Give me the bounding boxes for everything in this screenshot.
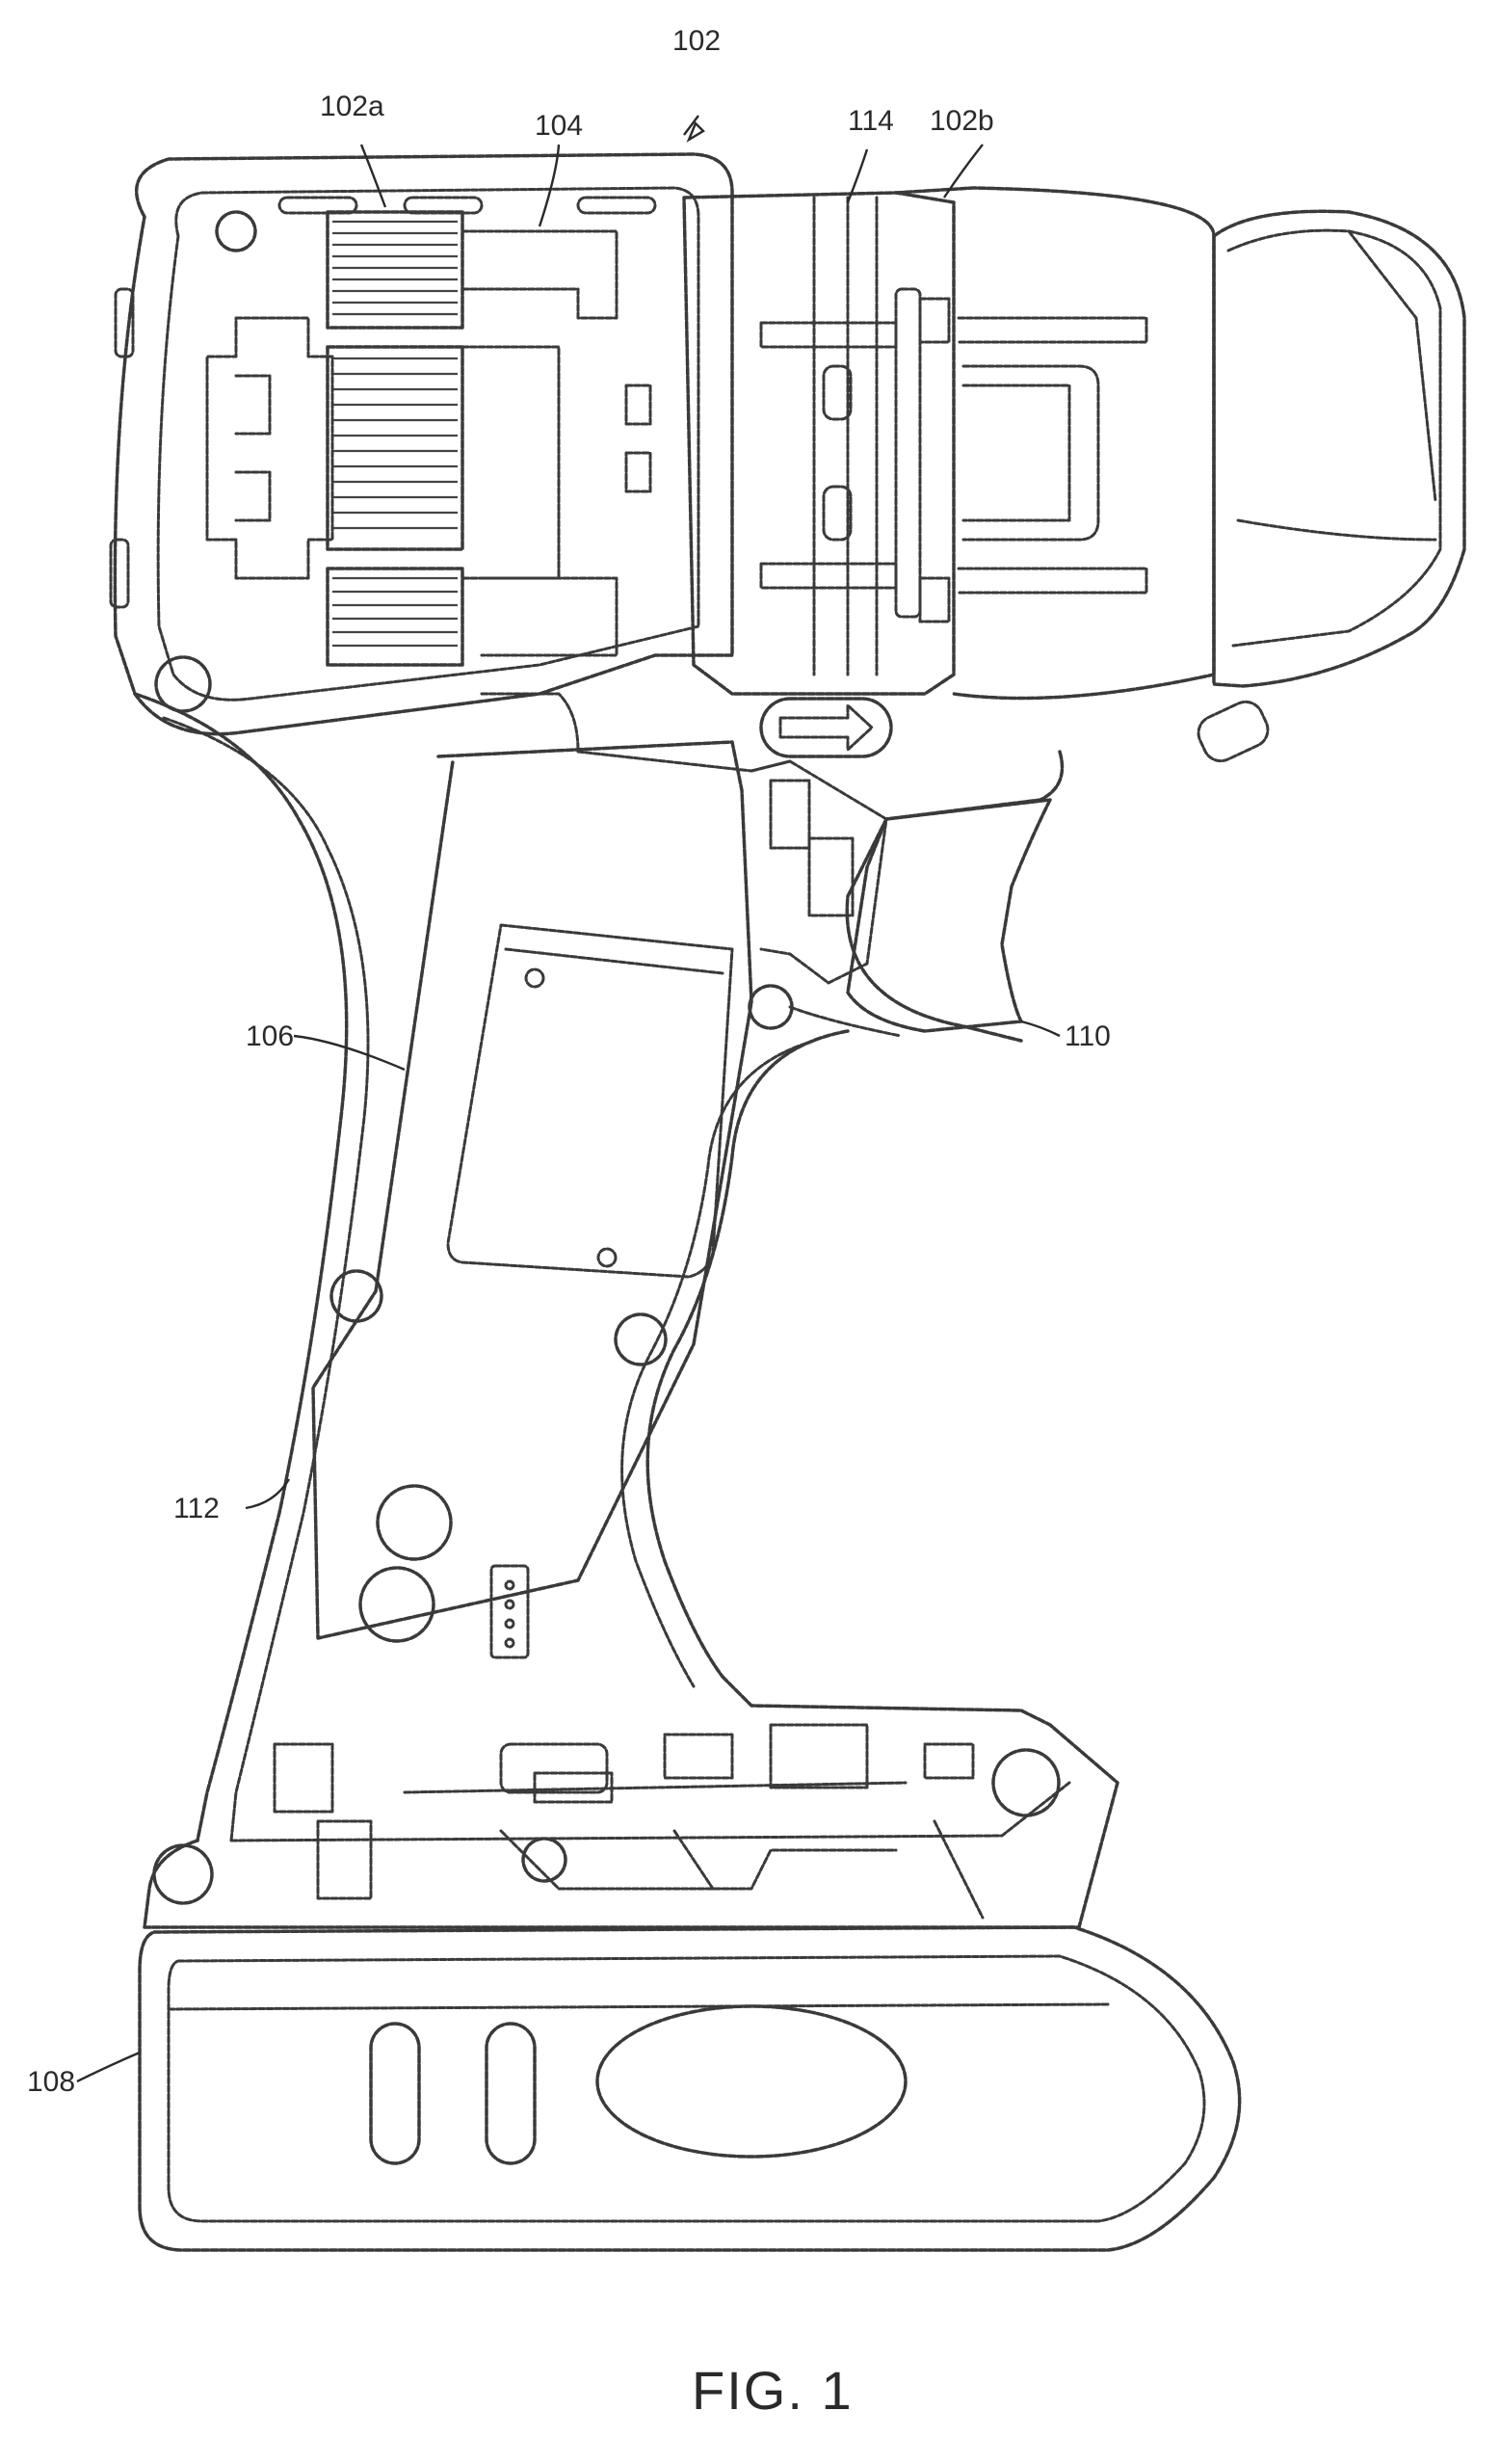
gear-housing-102b [684, 188, 1214, 699]
label-102b: 102b [930, 105, 994, 137]
battery-interface [145, 1677, 1118, 1927]
battery-pack-108 [140, 1927, 1240, 2250]
label-102a: 102a [320, 91, 384, 122]
label-110: 110 [1065, 1020, 1111, 1052]
label-114: 114 [848, 105, 894, 137]
label-104: 104 [535, 110, 583, 142]
handle-outer [135, 694, 1063, 1841]
label-112: 112 [173, 1493, 220, 1524]
motor-104 [207, 212, 650, 665]
direction-selector [761, 699, 891, 756]
label-108: 108 [27, 2066, 75, 2098]
motor-housing-102a [111, 154, 732, 734]
label-106: 106 [246, 1020, 294, 1052]
label-102: 102 [672, 25, 721, 57]
figure-caption: FIG. 1 [692, 2360, 854, 2421]
control-board-106 [313, 694, 886, 1657]
leader-lines [77, 116, 1060, 2081]
chuck-nose [1193, 211, 1464, 766]
